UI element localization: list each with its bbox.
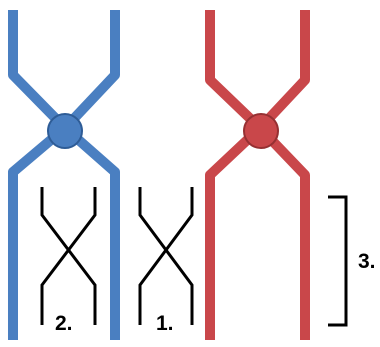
blue-chromatid-right — [60, 10, 120, 340]
red-centromere — [244, 114, 278, 148]
red-chromatid-left — [205, 10, 265, 340]
crossover-1 — [138, 187, 194, 325]
crossover-2-strand-b — [40, 187, 97, 325]
label-3: 3. — [358, 250, 376, 273]
blue-chromosome — [8, 10, 120, 340]
blue-centromere-outline — [47, 113, 83, 149]
label-1: 1. — [156, 312, 174, 335]
red-centromere-outline — [243, 113, 279, 149]
crossover-1-strand-b — [138, 187, 194, 325]
crossover-2-strand-a — [40, 187, 97, 325]
bracket-3 — [328, 195, 348, 327]
crossover-1-strand-a — [138, 187, 194, 325]
red-chromosome — [205, 10, 310, 340]
blue-chromatid-left — [8, 10, 70, 340]
red-chromatid-right — [255, 10, 310, 340]
label-2: 2. — [55, 312, 73, 335]
blue-centromere — [48, 114, 82, 148]
crossover-2 — [40, 187, 97, 325]
